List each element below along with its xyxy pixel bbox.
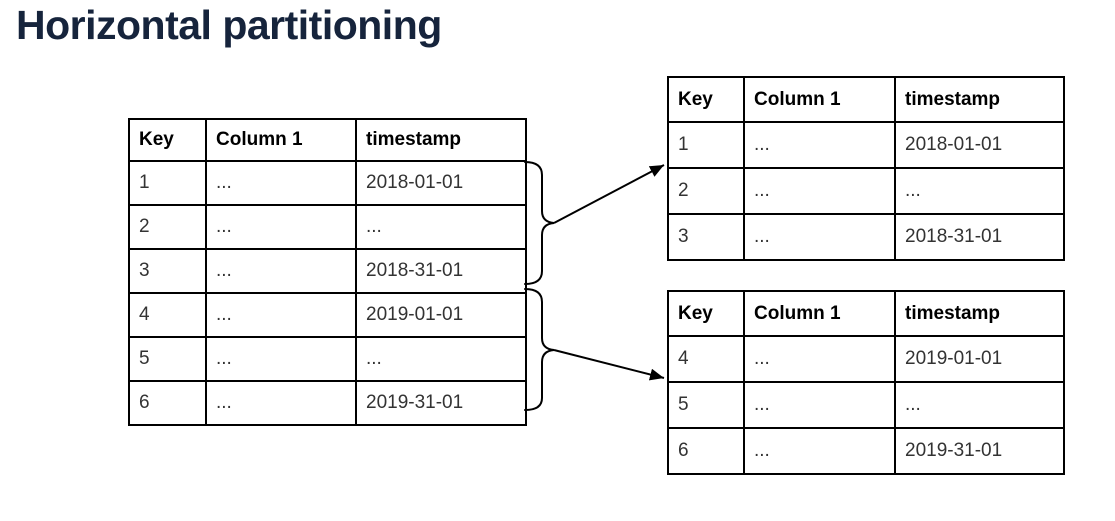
data-cell: ...: [743, 335, 896, 383]
header-cell-key: Key: [128, 118, 207, 162]
table-row: 6 ... 2019-31-01: [128, 380, 527, 426]
table-row: 5 ... ...: [667, 381, 1065, 429]
data-cell: 1: [128, 160, 207, 206]
table-header-row: Key Column 1 timestamp: [667, 290, 1065, 337]
header-cell-column1: Column 1: [743, 76, 896, 123]
data-cell: 2018-01-01: [894, 121, 1065, 169]
data-cell: ...: [894, 167, 1065, 215]
header-cell-key: Key: [667, 290, 745, 337]
arrow-to-partition-2018: [553, 164, 665, 224]
data-cell: 2: [128, 204, 207, 250]
data-cell: 2019-31-01: [355, 380, 527, 426]
arrow-to-partition-2019: [553, 349, 665, 381]
data-cell: ...: [743, 167, 896, 215]
data-cell: ...: [743, 121, 896, 169]
header-cell-column1: Column 1: [743, 290, 896, 337]
header-cell-key: Key: [667, 76, 745, 123]
data-cell: 2018-01-01: [355, 160, 527, 206]
table-row: 3 ... 2018-31-01: [667, 213, 1065, 261]
slide-title: Horizontal partitioning: [16, 2, 442, 48]
table-header-row: Key Column 1 timestamp: [667, 76, 1065, 123]
table-row: 2 ... ...: [128, 204, 527, 250]
table-row: 4 ... 2019-01-01: [667, 335, 1065, 383]
brace-rows-1-3: [524, 161, 555, 285]
data-cell: 6: [667, 427, 745, 475]
data-cell: ...: [205, 204, 357, 250]
header-cell-timestamp: timestamp: [355, 118, 527, 162]
data-cell: ...: [205, 292, 357, 338]
data-cell: 3: [128, 248, 207, 294]
data-cell: ...: [205, 160, 357, 206]
data-cell: ...: [743, 427, 896, 475]
data-cell: ...: [205, 248, 357, 294]
data-cell: 1: [667, 121, 745, 169]
data-cell: 2018-31-01: [894, 213, 1065, 261]
data-cell: ...: [894, 381, 1065, 429]
brace-rows-4-6: [524, 288, 555, 411]
data-cell: 5: [667, 381, 745, 429]
data-cell: 2019-31-01: [894, 427, 1065, 475]
table-row: 5 ... ...: [128, 336, 527, 382]
data-cell: ...: [355, 336, 527, 382]
data-cell: 4: [128, 292, 207, 338]
table-row: 2 ... ...: [667, 167, 1065, 215]
header-cell-timestamp: timestamp: [894, 76, 1065, 123]
header-cell-timestamp: timestamp: [894, 290, 1065, 337]
table-row: 1 ... 2018-01-01: [667, 121, 1065, 169]
data-cell: 3: [667, 213, 745, 261]
data-cell: ...: [743, 381, 896, 429]
data-cell: 2: [667, 167, 745, 215]
source-table: Key Column 1 timestamp 1 ... 2018-01-01 …: [128, 118, 527, 426]
data-cell: ...: [205, 380, 357, 426]
data-cell: 2019-01-01: [894, 335, 1065, 383]
partition-table-2019: Key Column 1 timestamp 4 ... 2019-01-01 …: [667, 290, 1065, 475]
data-cell: 5: [128, 336, 207, 382]
data-cell: ...: [205, 336, 357, 382]
data-cell: ...: [743, 213, 896, 261]
table-row: 4 ... 2019-01-01: [128, 292, 527, 338]
data-cell: 6: [128, 380, 207, 426]
data-cell: 2018-31-01: [355, 248, 527, 294]
data-cell: 4: [667, 335, 745, 383]
table-header-row: Key Column 1 timestamp: [128, 118, 527, 162]
table-row: 1 ... 2018-01-01: [128, 160, 527, 206]
table-row: 6 ... 2019-31-01: [667, 427, 1065, 475]
data-cell: 2019-01-01: [355, 292, 527, 338]
partition-table-2018: Key Column 1 timestamp 1 ... 2018-01-01 …: [667, 76, 1065, 261]
header-cell-column1: Column 1: [205, 118, 357, 162]
data-cell: ...: [355, 204, 527, 250]
table-row: 3 ... 2018-31-01: [128, 248, 527, 294]
